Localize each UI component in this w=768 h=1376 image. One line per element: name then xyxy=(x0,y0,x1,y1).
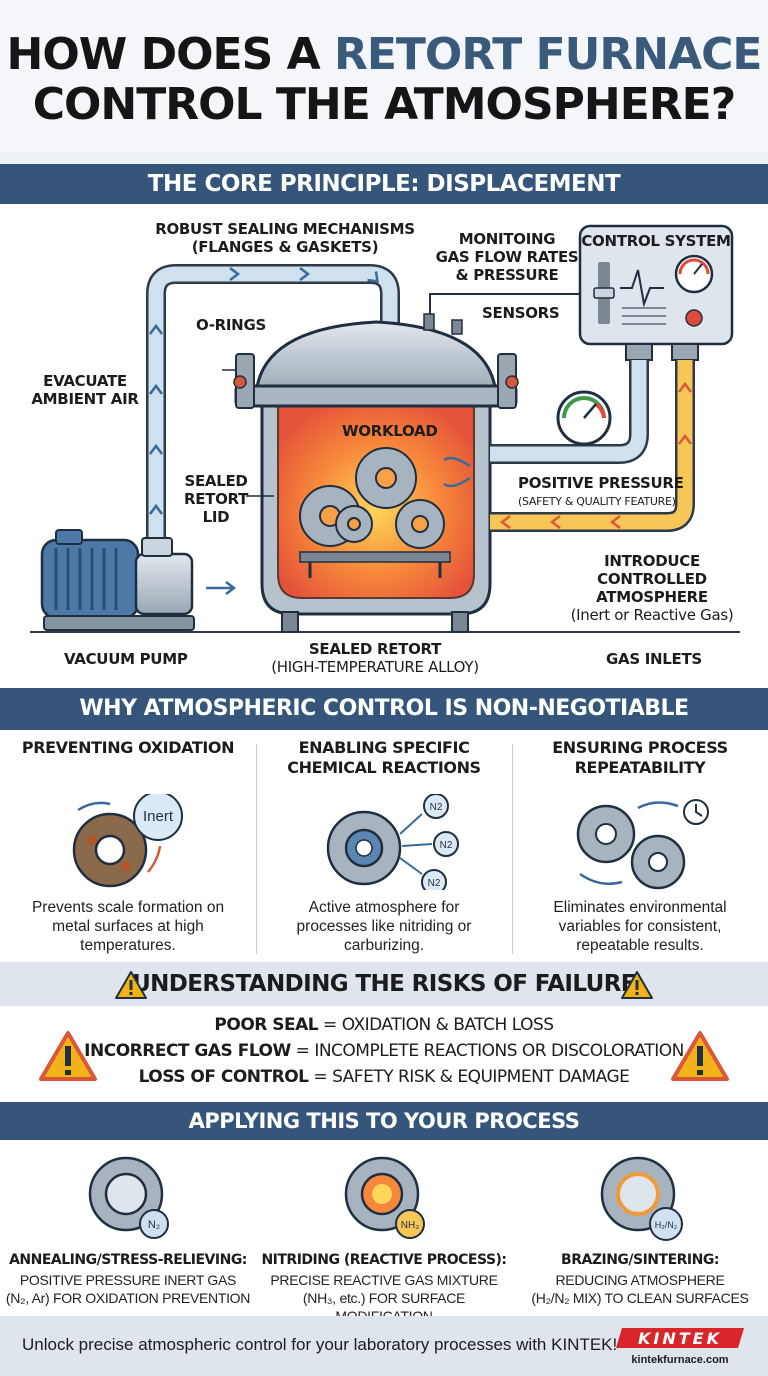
why-desc: Active atmosphere for processes like nit… xyxy=(296,899,472,954)
pressure-gauge xyxy=(556,390,612,446)
why-column-oxidation: PREVENTING OXIDATION Inert Prevents scal… xyxy=(0,730,256,962)
apply-title: BRAZING/SINTERING: xyxy=(561,1252,719,1268)
why-section: PREVENTING OXIDATION Inert Prevents scal… xyxy=(0,730,768,962)
label-monitoring: MONITOING GAS FLOW RATES & PRESSURE xyxy=(435,230,579,284)
kintek-logo[interactable]: KINTEK xyxy=(614,1326,746,1350)
gas-inlet-pipe xyxy=(490,360,693,530)
title-line-2: CONTROL THE ATMOSPHERE? xyxy=(32,79,737,130)
nh3-badge: NH₃ xyxy=(401,1220,420,1231)
apply-desc: REDUCING ATMOSPHERE(H₂/N₂ MIX) TO CLEAN … xyxy=(531,1272,749,1306)
label-control-system: CONTROL SYSTEM xyxy=(581,232,731,250)
label-workload: WORKLOAD xyxy=(342,422,438,440)
divider xyxy=(256,744,257,954)
displacement-diagram: ROBUST SEALING MECHANISMS (FLANGES & GAS… xyxy=(0,204,768,688)
why-desc: Eliminates environmental variables for c… xyxy=(553,899,727,954)
n2-badge: N2 xyxy=(440,840,453,851)
warning-icon xyxy=(39,1031,97,1081)
label-sealing-mechanisms: ROBUST SEALING MECHANISMS (FLANGES & GAS… xyxy=(155,220,415,256)
why-title: ENABLING SPECIFIC CHEMICAL REACTIONS xyxy=(287,738,481,777)
apply-section: N₂ ANNEALING/STRESS-RELIEVING: POSITIVE … xyxy=(0,1140,768,1324)
why-column-reactions: ENABLING SPECIFIC CHEMICAL REACTIONS N2 … xyxy=(256,730,512,962)
why-banner: WHY ATMOSPHERIC CONTROL IS NON-NEGOTIABL… xyxy=(0,688,768,730)
vacuum-pump xyxy=(40,529,195,631)
divider xyxy=(512,744,513,954)
h2n2-badge: H₂/N₂ xyxy=(655,1220,678,1230)
label-introduce-atmosphere: INTRODUCE CONTROLLED ATMOSPHERE xyxy=(596,552,708,606)
apply-column-annealing: N₂ ANNEALING/STRESS-RELIEVING: POSITIVE … xyxy=(0,1140,256,1316)
why-title: PREVENTING OXIDATION xyxy=(21,738,235,757)
gas-flow-arrows xyxy=(499,381,692,529)
reactive-gear-icon: N2 N2 N2 xyxy=(326,794,459,890)
page-title: HOW DOES A RETORT FURNACE CONTROL THE AT… xyxy=(0,0,768,152)
title-line-1: HOW DOES A RETORT FURNACE xyxy=(6,29,763,80)
apply-column-nitriding: NH₃ NITRIDING (REACTIVE PROCESS): PRECIS… xyxy=(256,1140,512,1324)
logo-text: KINTEK xyxy=(638,1329,722,1348)
apply-banner: APPLYING THIS TO YOUR PROCESS xyxy=(0,1102,768,1140)
core-principle-banner: THE CORE PRINCIPLE: DISPLACEMENT xyxy=(0,164,768,204)
risk-title: UNDERSTANDING THE RISKS OF FAILURE xyxy=(132,971,636,997)
n2-badge: N2 xyxy=(428,878,441,889)
footer-cta: Unlock precise atmospheric control for y… xyxy=(22,1335,618,1354)
warning-icon xyxy=(671,1031,729,1081)
apply-title: ANNEALING/STRESS-RELIEVING: xyxy=(9,1252,247,1268)
label-evacuate: EVACUATE AMBIENT AIR xyxy=(31,372,139,408)
label-positive-pressure: POSITIVE PRESSURE xyxy=(518,474,684,492)
label-sensors: SENSORS xyxy=(482,304,560,322)
inert-badge: Inert xyxy=(143,808,174,825)
risk-line: INCORRECT GAS FLOW = INCOMPLETE REACTION… xyxy=(84,1041,684,1061)
rusty-gear-icon: Inert xyxy=(72,794,183,888)
label-positive-pressure-sub: (SAFETY & QUALITY FEATURE) xyxy=(518,495,676,508)
label-o-rings: O-RINGS xyxy=(196,316,266,334)
footer: Unlock precise atmospheric control for y… xyxy=(0,1316,768,1376)
gears-clock-icon xyxy=(576,799,709,890)
label-sealed-retort-sub: (HIGH-TEMPERATURE ALLOY) xyxy=(271,658,479,676)
risk-line: LOSS OF CONTROL = SAFETY RISK & EQUIPMEN… xyxy=(138,1067,630,1087)
label-vacuum-pump: VACUUM PUMP xyxy=(64,650,188,668)
warning-icon xyxy=(621,971,653,999)
label-sealed-lid: SEALED RETORT LID xyxy=(183,472,249,526)
why-column-repeatability: ENSURING PROCESS REPEATABILITY Eliminate… xyxy=(512,730,768,962)
sealed-retort xyxy=(260,399,492,633)
evacuate-arrows xyxy=(149,267,379,515)
footer-url[interactable]: kintekfurnace.com xyxy=(631,1354,729,1366)
label-introduce-sub: (Inert or Reactive Gas) xyxy=(570,606,734,624)
n2-badge: N₂ xyxy=(148,1219,160,1231)
risk-banner: UNDERSTANDING THE RISKS OF FAILURE xyxy=(0,962,768,1006)
gear-nh3-icon: NH₃ xyxy=(344,1156,425,1239)
warning-icon xyxy=(115,971,147,999)
title-accent: RETORT FURNACE xyxy=(333,29,762,80)
why-desc: Prevents scale formation on metal surfac… xyxy=(31,899,225,954)
apply-column-brazing: H₂/N₂ BRAZING/SINTERING: REDUCING ATMOSP… xyxy=(512,1140,768,1316)
workload-gears xyxy=(299,447,445,549)
furnace-illustration xyxy=(30,224,740,633)
apply-desc: POSITIVE PRESSURE INERT GAS(N₂, Ar) FOR … xyxy=(5,1272,251,1306)
label-gas-inlets: GAS INLETS xyxy=(606,650,702,668)
gear-n2-icon: N₂ xyxy=(88,1156,169,1239)
retort-lid xyxy=(233,313,519,409)
risk-section: POOR SEAL = OXIDATION & BATCH LOSS INCOR… xyxy=(0,1006,768,1102)
vacuum-pipe xyxy=(148,266,398,544)
gear-h2n2-icon: H₂/N₂ xyxy=(600,1156,683,1241)
label-sealed-retort: SEALED RETORT xyxy=(308,640,442,658)
why-title: ENSURING PROCESS REPEATABILITY xyxy=(552,738,728,777)
pressure-pipe xyxy=(490,360,647,462)
n2-badge: N2 xyxy=(430,802,443,813)
risk-line: POOR SEAL = OXIDATION & BATCH LOSS xyxy=(214,1015,554,1035)
apply-title: NITRIDING (REACTIVE PROCESS): xyxy=(261,1252,507,1268)
